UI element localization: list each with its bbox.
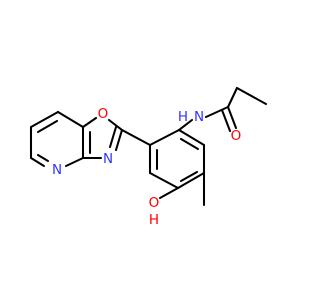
bond-oxazole-c2-o bbox=[107, 118, 124, 132]
molecular-structure: N H O O N N O H bbox=[29, 86, 268, 228]
bond-carbonyl-oxygen-b bbox=[220, 108, 232, 133]
molecule-canvas: N H O O N N O H bbox=[29, 86, 268, 228]
bond-ring-inner-2 bbox=[179, 170, 199, 183]
bond-pyridine-4-inner bbox=[36, 153, 50, 163]
bond-pyridine-2 bbox=[29, 110, 60, 129]
bond-carbonyl-amide-n bbox=[204, 105, 230, 119]
bond-carbonyl-oxygen-a bbox=[226, 105, 238, 130]
bond-ring-inner-3 bbox=[179, 137, 200, 151]
bond-ring-oxazole-link bbox=[120, 128, 152, 147]
oxazole-oxygen-label: O bbox=[98, 106, 109, 122]
bond-pyridine-4 bbox=[29, 156, 46, 168]
pyridine-nitrogen-label: N bbox=[52, 162, 62, 178]
amide-nitrogen-label: N bbox=[194, 109, 204, 125]
bond-pyridine-2-inner bbox=[36, 119, 59, 134]
hydroxyl-hydrogen-label: H bbox=[149, 212, 159, 228]
bond-methyl-ch2 bbox=[235, 86, 268, 106]
bond-amide-n-ring bbox=[177, 118, 194, 132]
carbonyl-oxygen-label: O bbox=[231, 128, 242, 144]
bond-oxazole-o-c7a bbox=[81, 116, 98, 129]
hydroxyl-oxygen-label: O bbox=[149, 195, 160, 211]
oxazole-nitrogen-label: N bbox=[103, 151, 113, 167]
bond-ring-6 bbox=[177, 128, 206, 147]
bond-pyridine-1 bbox=[56, 110, 85, 129]
bond-oxazole-c2-n3-a bbox=[114, 128, 124, 152]
bond-ring-1 bbox=[148, 128, 181, 147]
bond-ring-hydroxyl bbox=[158, 186, 180, 200]
amide-hydrogen-label: H bbox=[178, 109, 188, 125]
bond-oxazole-c2-n3-b bbox=[108, 125, 118, 149]
bond-ch2-carbonyl bbox=[226, 86, 239, 109]
bond-ring-4 bbox=[176, 171, 206, 190]
bond-pyridine-5 bbox=[64, 156, 85, 168]
bond-ring-3 bbox=[148, 171, 180, 190]
